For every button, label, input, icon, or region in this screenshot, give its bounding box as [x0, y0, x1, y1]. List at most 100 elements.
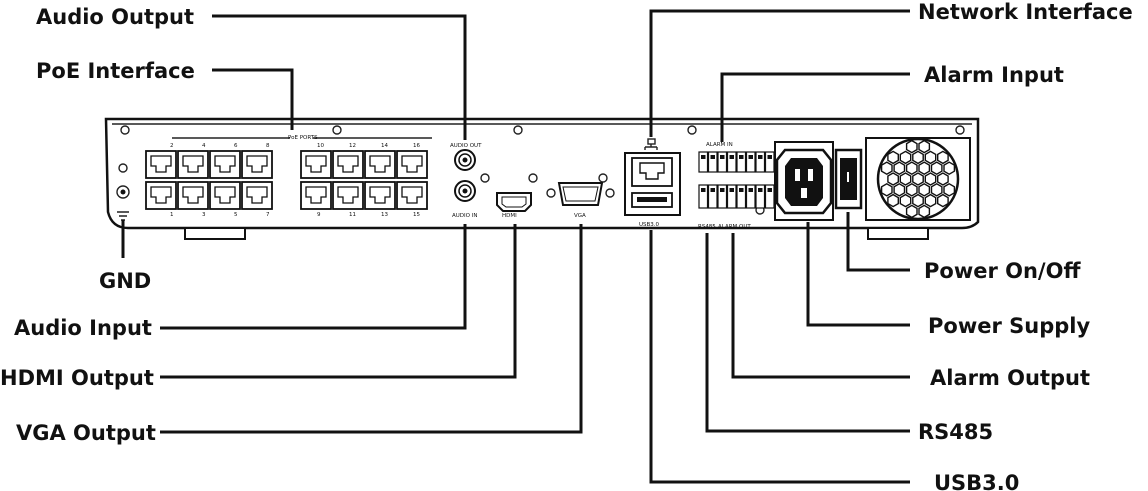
port-number: 1: [170, 212, 174, 218]
port-number: 10: [317, 143, 324, 149]
poe-port: [177, 181, 209, 210]
fan-vent: [930, 182, 943, 197]
fan-vent: [887, 193, 899, 208]
port-number: 16: [413, 143, 420, 149]
power-supply-line: [806, 222, 910, 327]
screw-icon: [528, 173, 538, 183]
screw-icon: [480, 173, 490, 183]
fan-vent: [880, 161, 893, 176]
fan-vent: [899, 150, 912, 165]
fan-vent: [905, 161, 918, 176]
power-onoff-line: [846, 212, 910, 272]
top-port-numbers: 2 4 6 8 10 12 14 16: [170, 143, 420, 149]
port-number: 5: [234, 212, 238, 218]
alarm-terminal: [755, 184, 766, 209]
label-audio-output: Audio Output: [36, 5, 194, 29]
port-number: 3: [202, 212, 206, 218]
hdmi-output-line: [160, 224, 517, 379]
rs485-line: [705, 233, 910, 433]
rs485-caption: RS485: [698, 224, 716, 230]
network-icon: [644, 138, 658, 150]
label-power-supply: Power Supply: [928, 314, 1090, 338]
callout-lines: [121, 9, 910, 484]
usb30-line: [649, 230, 910, 484]
alarm-terminal: [764, 184, 775, 209]
fan-vent: [893, 161, 906, 176]
fan-vent: [937, 172, 949, 186]
poe-interface-line: [212, 68, 294, 130]
poe-port: [300, 150, 332, 179]
fan-vent: [905, 204, 918, 219]
screw-icon: [332, 125, 342, 135]
vga-port: VGA: [546, 182, 615, 219]
port-number: 2: [170, 143, 174, 149]
power-inlet: [774, 141, 834, 221]
alarm-terminal: [698, 151, 709, 173]
poe-port: [300, 181, 332, 210]
label-poe-interface: PoE Interface: [36, 59, 195, 83]
fan-vent: [918, 161, 931, 176]
screw-icon: [687, 125, 697, 135]
fan-vent: [930, 161, 943, 176]
audio-out-caption: AUDIO OUT: [450, 143, 482, 149]
poe-port: [241, 150, 273, 179]
alarm-in-terminals: [698, 151, 775, 173]
fan-vent: [905, 139, 918, 154]
audio-in-caption: AUDIO IN: [452, 213, 477, 219]
label-alarm-input: Alarm Input: [924, 63, 1064, 87]
label-alarm-output: Alarm Output: [930, 366, 1090, 390]
fan-vent: [924, 193, 937, 208]
fan-vent: [937, 150, 949, 165]
bottom-port-numbers: 1 3 5 7 9 11 13 15: [170, 212, 420, 218]
alarm-terminal-block: ALARM IN RS485 ALARM OUT: [698, 142, 775, 230]
alarm-in-caption: ALARM IN: [706, 142, 733, 148]
fan-vent: [899, 172, 912, 186]
port-number: 8: [266, 143, 270, 149]
poe-port: [209, 150, 241, 179]
label-power-on-off: Power On/Off: [924, 259, 1081, 283]
usb-caption: USB3.0: [639, 222, 660, 228]
port-number: 12: [349, 143, 356, 149]
network-usb-block: USB3.0: [624, 138, 681, 228]
screw-icon: [120, 125, 130, 135]
alarm-terminal: [736, 151, 747, 173]
alarm-terminal: [755, 151, 766, 173]
port-number: 11: [349, 212, 356, 218]
fan-vent: [899, 193, 912, 208]
label-rs485: RS485: [918, 420, 993, 444]
alarm-terminal: [745, 151, 756, 173]
audio-jacks: AUDIO OUT AUDIO IN: [450, 143, 482, 219]
port-number: 15: [413, 212, 420, 218]
fan-vent: [887, 150, 899, 165]
audio-output-line: [212, 14, 467, 140]
alarm-terminal: [717, 151, 728, 173]
poe-ports-caption: PoE PORTS: [288, 135, 318, 141]
alarm-terminal: [726, 184, 737, 209]
fan-vent: [912, 193, 924, 208]
hdmi-port: HDMI: [496, 192, 532, 219]
alarm-input-line: [720, 72, 910, 142]
poe-port: [145, 181, 177, 210]
poe-port: [332, 150, 364, 179]
network-interface-line: [649, 9, 910, 137]
alarm-terminal: [736, 184, 747, 209]
label-vga-output: VGA Output: [16, 421, 156, 445]
label-gnd: GND: [99, 269, 151, 293]
poe-port: [241, 181, 273, 210]
fan-vent: [912, 150, 924, 165]
fan-vent: [905, 182, 918, 197]
poe-ports-block: PoE PORTS 2 4 6 8 10 12 14 16 1 3 5 7 9 …: [145, 135, 432, 218]
network-rj45-port: [631, 157, 673, 187]
usb-port: [631, 192, 673, 208]
port-number: 14: [381, 143, 388, 149]
label-hdmi-output: HDMI Output: [0, 366, 154, 390]
port-number: 7: [266, 212, 270, 218]
port-number: 9: [317, 212, 321, 218]
fan-vent: [943, 161, 956, 176]
poe-port: [177, 150, 209, 179]
fan-grille: [865, 137, 971, 221]
audio-out-jack: [454, 149, 476, 171]
port-number: 6: [234, 143, 238, 149]
